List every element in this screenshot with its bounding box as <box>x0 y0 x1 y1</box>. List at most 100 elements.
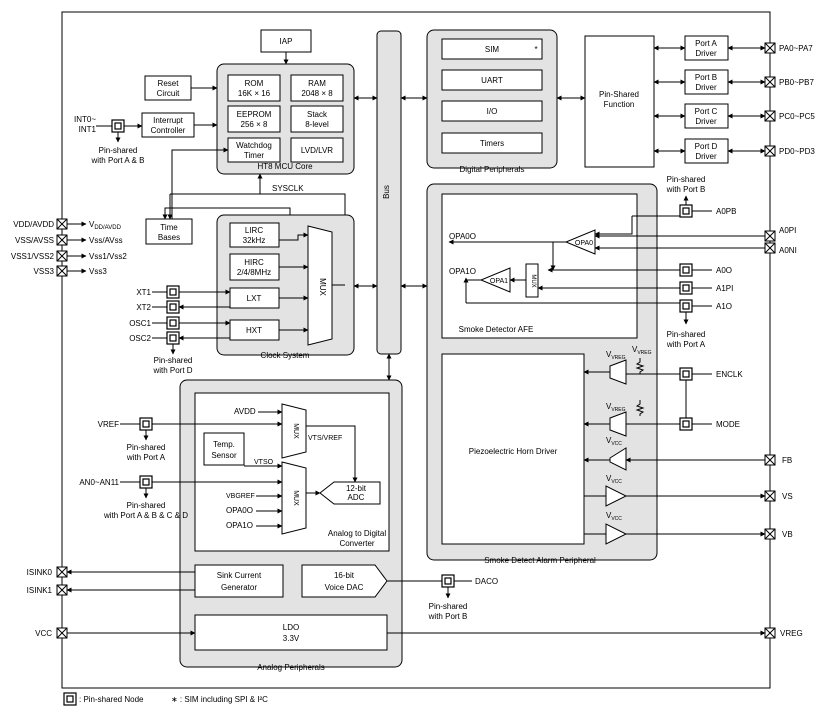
mcu-core: HT8 MCU Core ROM 16K × 16 RAM 2048 × 8 E… <box>216 63 355 175</box>
svg-text:Vss1/Vss2: Vss1/Vss2 <box>89 252 127 261</box>
svg-text:Driver: Driver <box>695 49 717 58</box>
svg-text:LXT: LXT <box>247 294 262 303</box>
svg-text:Function: Function <box>604 100 635 109</box>
svg-text:with Port B: with Port B <box>428 612 468 621</box>
svg-text:ADC: ADC <box>348 493 365 502</box>
power-pins: VDD/AVDD VSS/AVSS VSS1/VSS2 VSS3 VDD/AVD… <box>11 218 127 277</box>
svg-text:AN0~AN11: AN0~AN11 <box>79 478 119 487</box>
analog-blocks: Sink Current Generator 16-bit Voice DAC … <box>194 564 388 651</box>
svg-text:Vss/AVss: Vss/AVss <box>89 236 123 245</box>
svg-text:Generator: Generator <box>221 583 257 592</box>
svg-text:OPA0O: OPA0O <box>226 506 253 515</box>
svg-text:Time: Time <box>160 223 178 232</box>
svg-text:Pin-shared: Pin-shared <box>99 146 138 155</box>
svg-text:VREF: VREF <box>98 420 119 429</box>
svg-text:Piezoelectric Horn Driver: Piezoelectric Horn Driver <box>469 447 558 456</box>
svg-text:VTS/VREF: VTS/VREF <box>308 435 342 442</box>
svg-text:Bases: Bases <box>158 233 180 242</box>
svg-text:I/O: I/O <box>487 107 498 116</box>
svg-text:Smoke Detector AFE: Smoke Detector AFE <box>459 325 534 334</box>
adc-mux-top <box>281 403 307 459</box>
svg-text:12-bit: 12-bit <box>346 484 367 493</box>
svg-text:16K × 16: 16K × 16 <box>238 89 271 98</box>
svg-text:OPA1O: OPA1O <box>449 267 476 276</box>
svg-text:PB0~PB7: PB0~PB7 <box>779 78 814 87</box>
svg-text:VVCC: VVCC <box>606 436 622 447</box>
svg-text:16-bit: 16-bit <box>334 571 355 580</box>
svg-text:256 × 8: 256 × 8 <box>241 120 268 129</box>
svg-text:ISINK1: ISINK1 <box>27 586 53 595</box>
svg-text:VSS1/VSS2: VSS1/VSS2 <box>11 252 55 261</box>
smoke-detector-afe: Smoke Detector AFE OPA0O OPA1O OPA0 OPA1… <box>441 193 765 339</box>
lvd-block <box>290 137 344 163</box>
svg-text:VBGREF: VBGREF <box>226 493 255 500</box>
analog-output-pins: ISINK0 ISINK1 VCC VREG DACO Pin-shared w… <box>27 566 803 639</box>
svg-text:A1PI: A1PI <box>716 284 733 293</box>
svg-text:XT1: XT1 <box>136 288 151 297</box>
svg-text:ROM: ROM <box>245 79 264 88</box>
svg-text:Temp.: Temp. <box>213 440 235 449</box>
svg-text:INT1: INT1 <box>79 125 97 134</box>
svg-text:*: * <box>534 45 537 54</box>
analog-input-pins: VREF Pin-shared with Port A AN0~AN11 Pin… <box>79 417 283 520</box>
svg-text:Bus: Bus <box>382 185 391 199</box>
crystal-pins: XT1 XT2 OSC1 OSC2 Pin-shared with Port D <box>129 285 231 375</box>
svg-text:UART: UART <box>481 76 503 85</box>
svg-text:A0PI: A0PI <box>779 226 796 235</box>
svg-text:Sensor: Sensor <box>211 451 237 460</box>
svg-text:Watchdog: Watchdog <box>236 141 272 150</box>
svg-text:VVREG: VVREG <box>606 350 626 361</box>
svg-text:PA0~PA7: PA0~PA7 <box>779 44 813 53</box>
eeprom-block <box>227 105 281 133</box>
svg-text:Pin-shared: Pin-shared <box>429 602 468 611</box>
sink-current-generator <box>194 564 284 598</box>
digital-peripherals: Digital Peripherals SIM * UART I/O Timer… <box>426 29 558 174</box>
svg-text:VDD/AVDD: VDD/AVDD <box>13 220 54 229</box>
svg-text:VCC: VCC <box>35 629 52 638</box>
svg-text:Analog to Digital: Analog to Digital <box>328 529 386 538</box>
svg-text:Driver: Driver <box>695 83 717 92</box>
svg-text:32kHz: 32kHz <box>243 236 266 245</box>
clock-system: Clock System LIRC 32kHz HIRC 2/4/8MHz LX… <box>216 214 355 360</box>
voice-dac <box>301 564 388 598</box>
svg-text:HXT: HXT <box>246 326 262 335</box>
int-pin-node <box>111 119 125 133</box>
piezo-horn-driver: Piezoelectric Horn Driver VVREG VVREG VV… <box>441 345 766 545</box>
alarm-pins: ENCLK MODE FB VS VB <box>679 367 793 540</box>
svg-text:Controller: Controller <box>151 126 186 135</box>
svg-text:A0PB: A0PB <box>716 207 736 216</box>
iap-label: IAP <box>280 37 293 46</box>
svg-text:8-level: 8-level <box>305 120 329 129</box>
svg-text:RAM: RAM <box>308 79 326 88</box>
svg-text:Pin-shared: Pin-shared <box>127 501 166 510</box>
svg-text:MODE: MODE <box>716 420 740 429</box>
svg-text:Circuit: Circuit <box>157 89 180 98</box>
svg-text:PD0~PD3: PD0~PD3 <box>779 147 815 156</box>
timers-block <box>441 132 543 154</box>
ldo-block <box>194 614 388 651</box>
legend: : Pin-shared Node ∗ : SIM including SPI … <box>63 692 268 706</box>
mcu-core-title: HT8 MCU Core <box>257 162 313 171</box>
adc-block <box>319 481 381 505</box>
svg-text:OPA0O: OPA0O <box>449 232 476 241</box>
svg-text:Analog Peripherals: Analog Peripherals <box>257 663 325 672</box>
svg-text:MUX: MUX <box>530 274 536 287</box>
svg-text:Port D: Port D <box>695 142 718 151</box>
sysclk-label: SYSCLK <box>272 184 304 193</box>
lirc-block <box>229 222 280 248</box>
hirc-block <box>229 253 280 281</box>
svg-text:A1O: A1O <box>716 302 732 311</box>
adc-section: Analog to Digital Converter MUX MUX AVDD… <box>194 392 390 552</box>
svg-text:VSS3: VSS3 <box>34 267 55 276</box>
svg-text:OPA0: OPA0 <box>575 240 593 247</box>
clock-mux <box>307 225 333 346</box>
svg-text:Sink Current: Sink Current <box>217 571 262 580</box>
svg-text:Converter: Converter <box>339 539 374 548</box>
svg-text:Vss3: Vss3 <box>89 267 107 276</box>
svg-text:LVD/LVR: LVD/LVR <box>301 146 333 155</box>
svg-text:VVCC: VVCC <box>606 511 622 522</box>
svg-text:VREG: VREG <box>780 629 803 638</box>
svg-text:Port B: Port B <box>695 73 717 82</box>
svg-text:SIM: SIM <box>485 45 500 54</box>
